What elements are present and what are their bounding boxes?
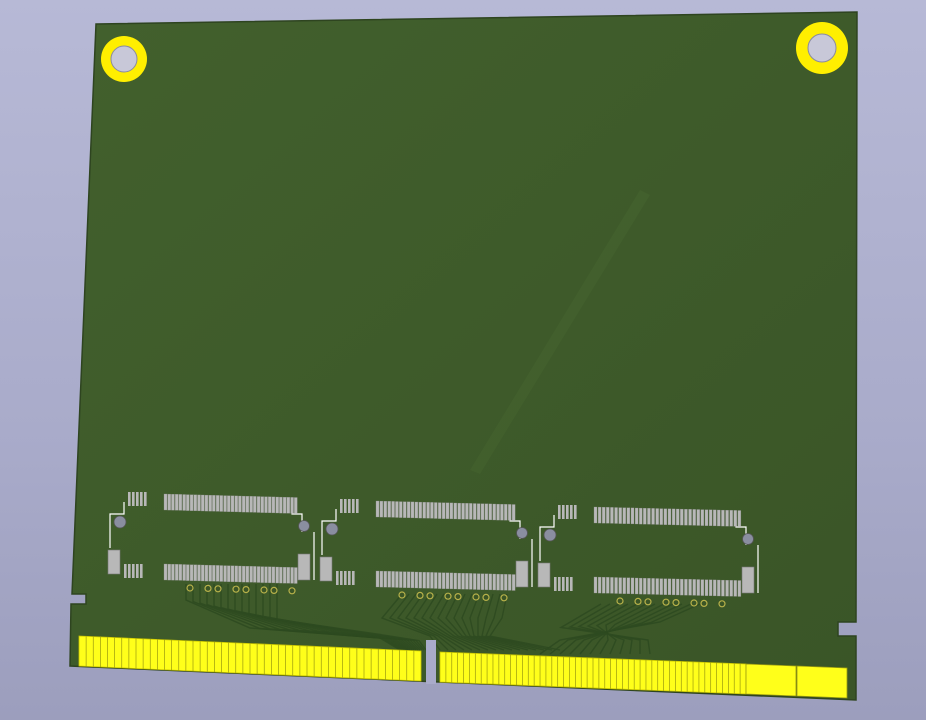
socket-locator-hole (516, 527, 528, 539)
trace (241, 584, 417, 651)
via (500, 594, 508, 602)
trace (437, 593, 497, 651)
trace (199, 584, 405, 651)
via (398, 591, 406, 599)
trace (485, 593, 553, 651)
via (186, 584, 194, 592)
trace (429, 593, 489, 651)
socket-pins-top (593, 506, 742, 527)
socket-side-pins-bottom (124, 564, 143, 578)
via (672, 598, 680, 607)
mounting-hole-top-left (101, 36, 147, 82)
socket-latch-pad-left (537, 562, 551, 588)
board-reflection (470, 190, 650, 474)
connector-fingers-left (78, 635, 422, 682)
socket-vias (186, 584, 296, 595)
trace (220, 584, 411, 651)
via (270, 586, 278, 595)
copper-traces (185, 584, 701, 655)
via (700, 599, 708, 608)
trace (388, 593, 449, 651)
via (690, 599, 698, 607)
socket-latch-pad-right (297, 553, 311, 581)
socket-latch-pad-left (319, 556, 333, 582)
socket-side-pins-bottom (554, 577, 573, 591)
trace (488, 593, 561, 651)
trace (234, 584, 415, 651)
trace (269, 584, 425, 651)
trace (558, 603, 651, 655)
socket-locator-hole (298, 520, 310, 532)
trace (262, 584, 423, 651)
sodimm-socket-3 (537, 505, 759, 608)
trace (461, 593, 521, 651)
connector-key-notch (426, 640, 436, 684)
socket-side-pins-top (128, 492, 147, 506)
socket-vias (616, 597, 726, 608)
socket-pins-bottom (163, 563, 298, 584)
via (634, 597, 642, 606)
trace (206, 584, 407, 651)
via (260, 586, 268, 594)
socket-locator-hole (543, 528, 557, 542)
connector-power-pads (745, 663, 848, 699)
via (288, 587, 296, 595)
via (454, 592, 462, 601)
sodimm-sockets (107, 492, 759, 608)
trace (453, 593, 513, 651)
trace (276, 584, 427, 651)
via (644, 598, 652, 606)
socket-latch-pad-left (107, 549, 121, 575)
via (718, 600, 726, 608)
socket-vias (398, 591, 508, 602)
socket-locator-hole (113, 515, 127, 529)
via (662, 598, 670, 606)
trace (481, 593, 545, 651)
via (204, 584, 212, 593)
socket-latch-pad-right (741, 566, 755, 594)
trace (192, 584, 403, 651)
trace (469, 593, 529, 651)
via (472, 593, 480, 601)
trace (412, 593, 473, 651)
socket-pins-top (163, 493, 298, 514)
socket-locator-hole (325, 522, 339, 536)
trace (248, 584, 419, 651)
via (416, 591, 424, 600)
trace (404, 593, 465, 651)
via (214, 585, 222, 593)
socket-side-pins-top (340, 499, 359, 513)
trace (227, 584, 413, 651)
trace (477, 593, 537, 651)
via (242, 585, 250, 594)
trace (255, 584, 421, 651)
mounting-hole-top-right (796, 22, 848, 74)
trace (213, 584, 409, 651)
socket-locator-hole (742, 533, 754, 545)
sodimm-socket-1 (107, 492, 315, 595)
via (616, 597, 624, 605)
trace (396, 593, 457, 651)
socket-pins-bottom (593, 576, 742, 597)
via (426, 592, 434, 600)
socket-side-pins-bottom (336, 571, 355, 585)
trace (445, 593, 505, 651)
pcb-board (69, 11, 858, 701)
trace (185, 584, 401, 651)
socket-side-pins-top (558, 505, 577, 519)
socket-pins-top (375, 500, 516, 521)
via (482, 593, 490, 602)
sodimm-socket-2 (319, 499, 533, 602)
via (444, 592, 452, 600)
via (232, 585, 240, 593)
socket-latch-pad-right (515, 560, 529, 588)
edge-connector (78, 635, 848, 699)
trace (421, 593, 481, 651)
socket-pins-bottom (375, 570, 516, 591)
